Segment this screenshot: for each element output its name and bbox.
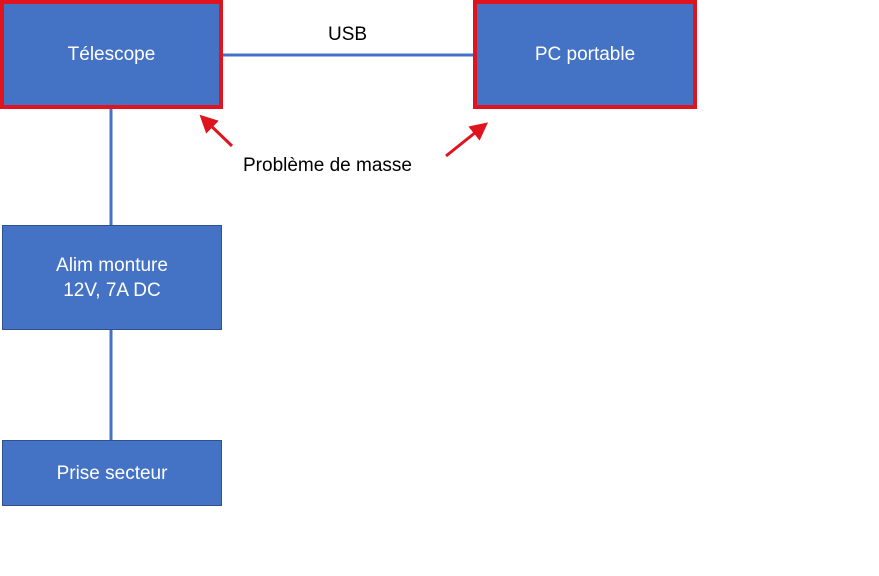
pc-label: PC portable: [534, 44, 636, 65]
telescope-node: Télescope: [0, 0, 223, 109]
alim-label-2: 12V, 7A DC: [63, 279, 161, 301]
prise-label: Prise secteur: [56, 462, 168, 484]
ground-problem-label: Problème de masse: [243, 155, 412, 176]
telescope-label: Télescope: [67, 44, 156, 65]
alim-label-1: Alim monture: [56, 254, 168, 276]
alim-node: Alim monture 12V, 7A DC: [2, 225, 222, 330]
prise-node: Prise secteur: [2, 440, 222, 506]
arrow-to-pc: [445, 122, 489, 158]
pc-node: PC portable: [473, 0, 697, 109]
usb-label: USB: [328, 24, 368, 45]
arrow-to-telescope: [199, 114, 234, 148]
